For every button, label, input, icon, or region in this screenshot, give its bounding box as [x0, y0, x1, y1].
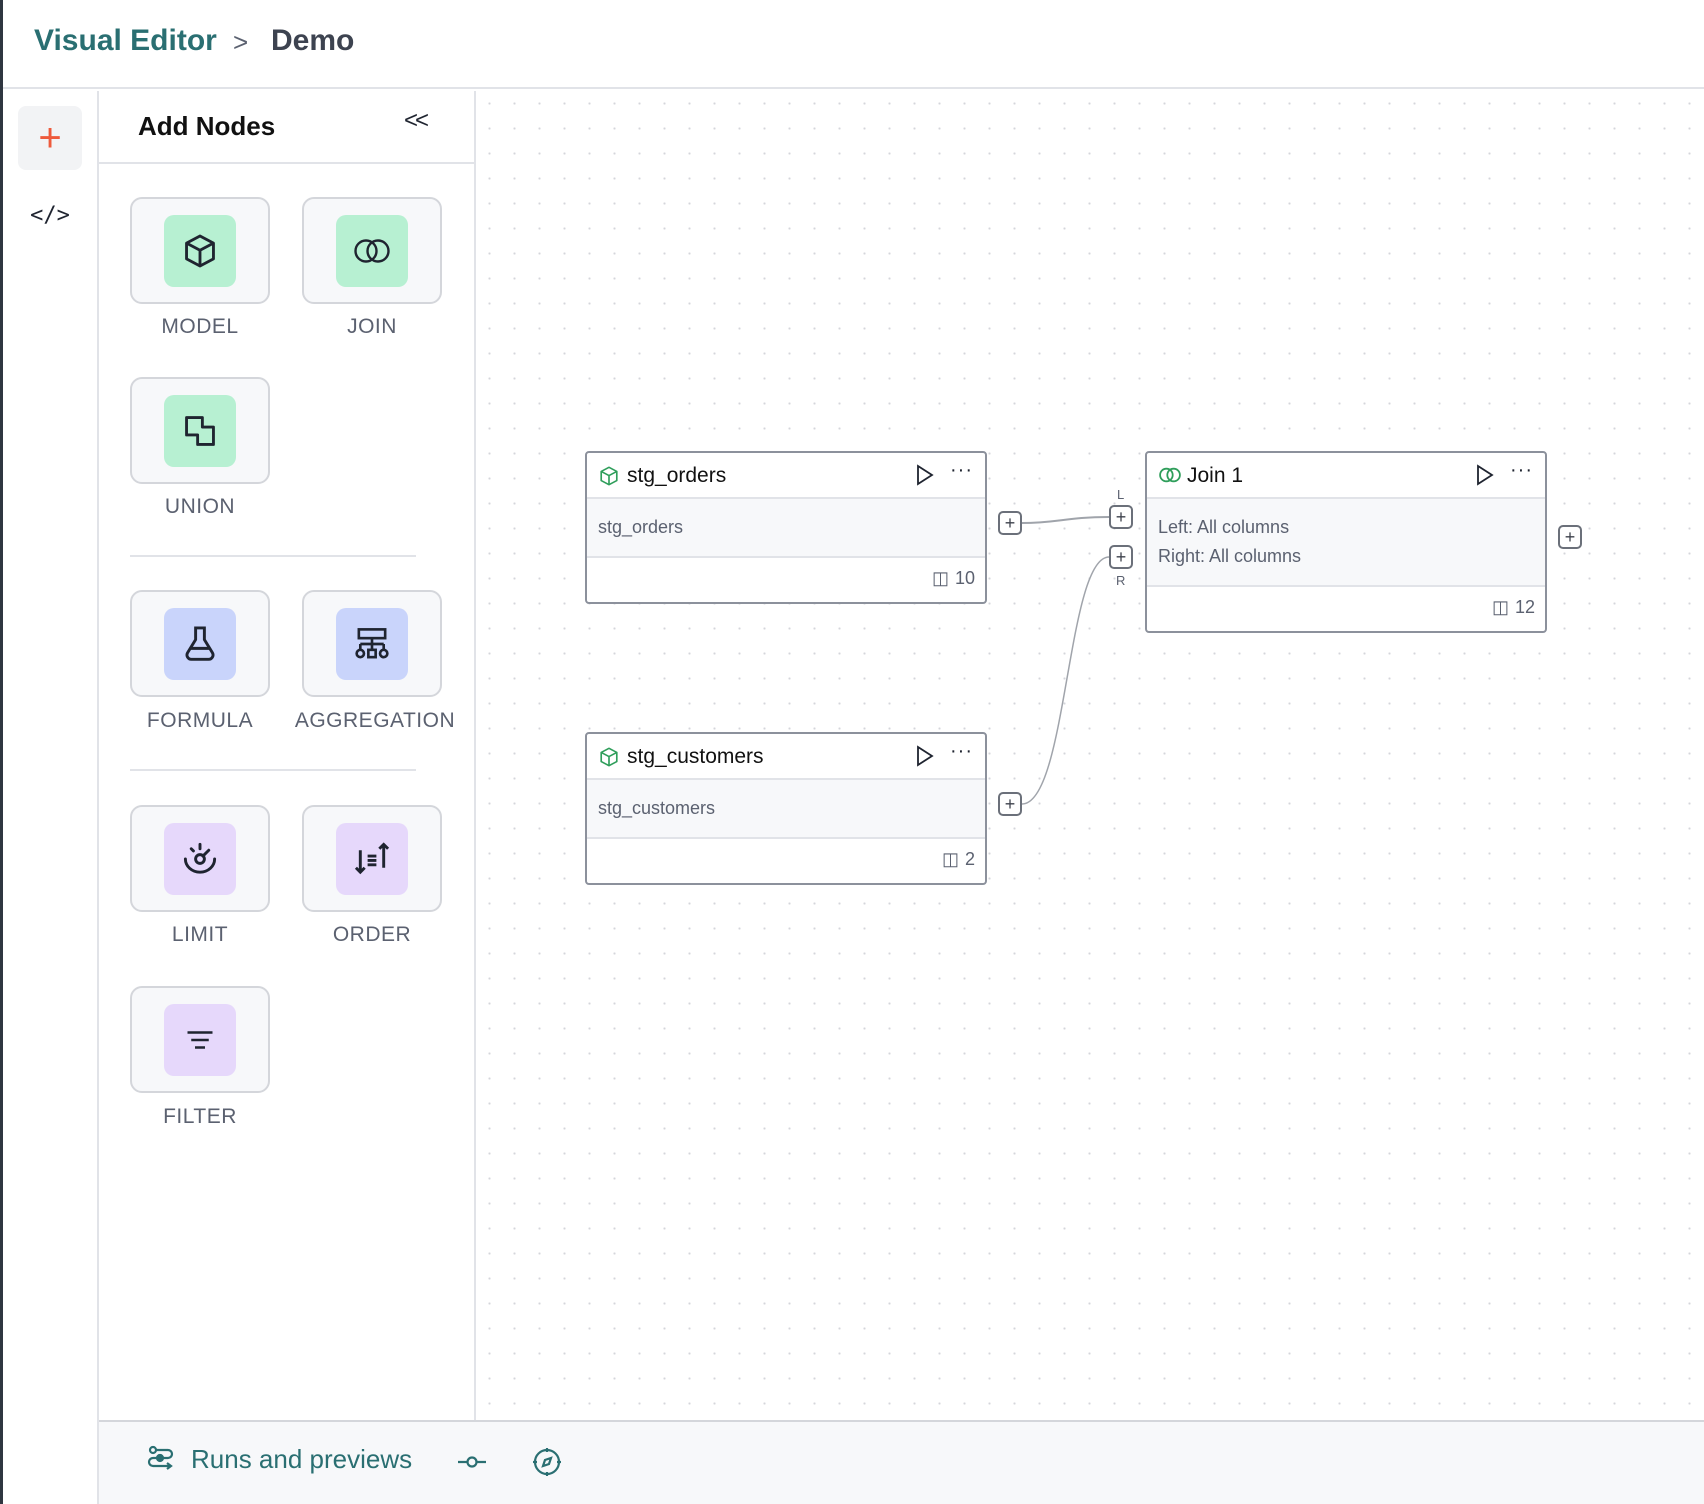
breadcrumb-visual-editor[interactable]: Visual Editor — [34, 24, 217, 57]
column-count: 10 — [954, 568, 975, 588]
flow-canvas[interactable]: stg_orders ··· stg_orders ◫10 + stg_cust… — [477, 91, 1704, 1420]
node-tile-model[interactable] — [130, 197, 270, 304]
join-right-columns: Right: All columns — [1158, 546, 1302, 566]
join-icon — [336, 215, 408, 287]
edge-customers-to-join-right — [1021, 556, 1110, 805]
run-icon[interactable] — [915, 745, 935, 767]
node-tile-aggregation[interactable] — [302, 590, 442, 697]
commit-icon[interactable] — [457, 1454, 487, 1470]
node-title: stg_customers — [627, 745, 764, 768]
more-options-button[interactable]: ··· — [1510, 459, 1533, 481]
code-view-button[interactable]: </> — [23, 203, 77, 233]
node-title: Join 1 — [1187, 464, 1244, 487]
output-port-join-1[interactable]: + — [1558, 525, 1582, 549]
plus-icon: + — [38, 115, 62, 160]
column-count: 2 — [964, 849, 975, 869]
node-tile-limit[interactable] — [130, 805, 270, 912]
breadcrumb-demo: Demo — [271, 24, 355, 57]
model-icon — [600, 466, 618, 486]
node-stg-customers[interactable]: stg_customers ··· stg_customers ◫2 — [585, 732, 987, 885]
tile-label-order: ORDER — [332, 923, 412, 946]
edges — [1021, 516, 1110, 805]
node-title: stg_orders — [627, 464, 727, 487]
tile-label-formula: FORMULA — [146, 709, 254, 732]
tile-label-join: JOIN — [347, 315, 397, 338]
flask-icon — [164, 608, 236, 680]
union-icon — [164, 395, 236, 467]
panel-title: Add Nodes — [138, 111, 276, 141]
node-description: stg_orders — [598, 517, 684, 537]
add-nodes-button[interactable]: + — [18, 106, 82, 170]
join-left-input-port[interactable]: + — [1109, 505, 1133, 529]
column-count: 12 — [1514, 597, 1535, 617]
node-tile-order[interactable] — [302, 805, 442, 912]
collapse-panel-button[interactable]: << — [404, 107, 429, 134]
node-tile-union[interactable] — [130, 377, 270, 484]
gauge-icon — [164, 823, 236, 895]
right-port-label: R — [1116, 573, 1126, 588]
more-options-button[interactable]: ··· — [950, 459, 973, 481]
join-icon — [1159, 467, 1181, 483]
columns-icon: ◫ — [931, 568, 949, 588]
code-icon: </> — [30, 203, 70, 228]
compass-icon[interactable] — [532, 1447, 562, 1477]
run-icon[interactable] — [1475, 464, 1495, 486]
sort-icon — [336, 823, 408, 895]
tile-label-limit: LIMIT — [171, 923, 229, 946]
columns-icon: ◫ — [1491, 597, 1509, 617]
group-divider — [130, 555, 416, 557]
hierarchy-icon — [336, 608, 408, 680]
add-nodes-panel: Add Nodes << MODEL JOIN UNION FORMULA AG… — [99, 91, 476, 1420]
output-port-stg-customers[interactable]: + — [998, 792, 1022, 816]
output-port-stg-orders[interactable]: + — [998, 511, 1022, 535]
run-icon[interactable] — [915, 464, 935, 486]
breadcrumb-separator: > — [233, 27, 249, 57]
tile-label-filter: FILTER — [163, 1105, 237, 1128]
more-options-button[interactable]: ··· — [950, 740, 973, 762]
group-divider — [130, 769, 416, 771]
model-icon — [600, 747, 618, 767]
columns-icon: ◫ — [941, 849, 959, 869]
node-tile-join[interactable] — [302, 197, 442, 304]
header: Visual Editor > Demo — [3, 0, 1704, 89]
runs-icon — [147, 1445, 174, 1470]
left-port-label: L — [1117, 487, 1125, 502]
tile-label-aggregation: AGGREGATION — [294, 709, 456, 732]
node-description: stg_customers — [598, 798, 716, 818]
node-tile-filter[interactable] — [130, 986, 270, 1093]
filter-icon — [164, 1004, 236, 1076]
cube-icon — [164, 215, 236, 287]
window-edge — [0, 0, 3, 1504]
node-stg-orders[interactable]: stg_orders ··· stg_orders ◫10 — [585, 451, 987, 604]
edge-orders-to-join-left — [1021, 516, 1110, 524]
runs-label: Runs and previews — [191, 1444, 413, 1474]
tile-label-union: UNION — [164, 495, 236, 518]
join-right-input-port[interactable]: + — [1109, 545, 1133, 569]
join-left-columns: Left: All columns — [1158, 517, 1290, 537]
tile-label-model: MODEL — [161, 315, 239, 338]
bottom-bar: Runs and previews — [99, 1420, 1704, 1504]
node-tile-formula[interactable] — [130, 590, 270, 697]
runs-and-previews-button[interactable]: Runs and previews — [147, 1444, 412, 1475]
panel-header: Add Nodes << — [99, 91, 474, 164]
node-join-1[interactable]: Join 1 ··· Left: All columns Right: All … — [1145, 451, 1547, 633]
left-rail: + </> — [3, 91, 99, 1504]
